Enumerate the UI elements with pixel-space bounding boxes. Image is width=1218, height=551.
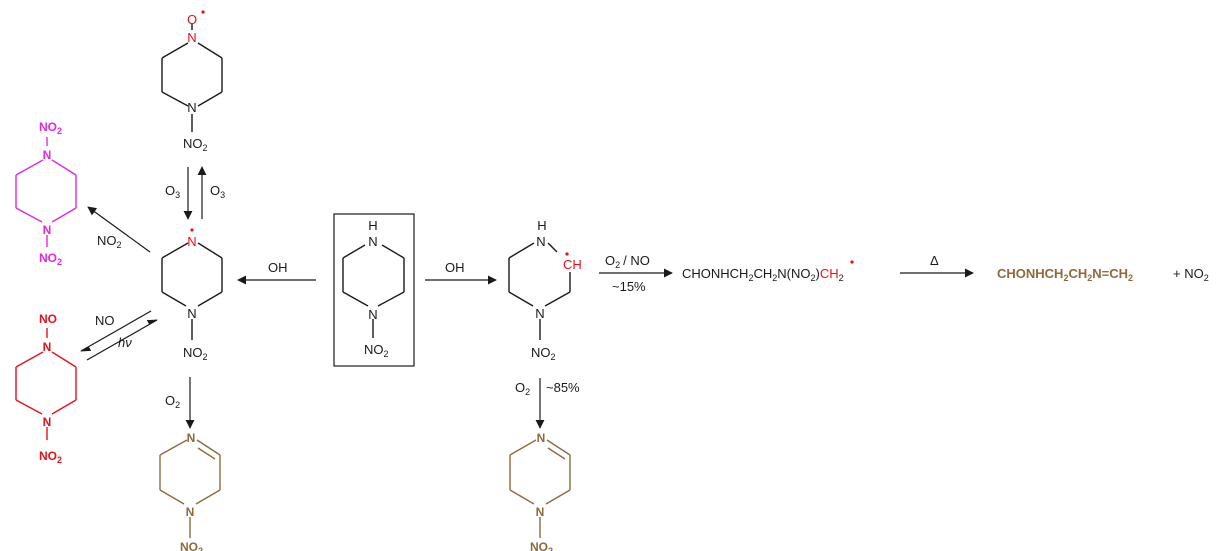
aminyl-radical-dot (190, 228, 194, 232)
carbon-radical-ch: CH (563, 257, 582, 272)
nitroxide-o: O (187, 12, 197, 27)
label-oh-right: OH (445, 260, 465, 275)
label-pct85: ~85% (546, 380, 580, 395)
label-o2-left: O2 (165, 393, 180, 410)
reactant-nh-n: N (368, 234, 377, 249)
aminyl-no2: NO2 (183, 345, 208, 362)
label-hv: hν (118, 335, 132, 350)
imine-left: N N NO2 (159, 431, 221, 551)
carbon-radical-h: H (537, 218, 546, 233)
dinitro-n-top: N (43, 148, 52, 162)
nitroxide-n-bottom: N (187, 100, 196, 115)
product-plus-no2: + NO2 (1173, 266, 1209, 283)
carbon-radical: H N CH N NO2 (508, 218, 582, 362)
label-o2-no: O2/ NO (605, 253, 650, 270)
nitroso-no2: NO2 (39, 449, 62, 465)
carbon-radical-dot (565, 252, 569, 256)
label-no2-reagent: NO2 (97, 233, 122, 250)
nitroxide-radical: O N N NO2 (161, 10, 223, 153)
label-no-reagent: NO (95, 313, 115, 328)
arrow-no2-add (87, 206, 151, 253)
dinitro-no2-top: NO2 (39, 120, 62, 136)
reactant-n: N (368, 307, 377, 322)
nitropiperazine-reactant: H N N NO2 (333, 213, 415, 367)
product-cho-radical: CHONHCH2CH2N(NO2)CH2 (682, 266, 844, 283)
carbon-radical-no2: NO2 (531, 345, 556, 362)
imine-left-n-top: N (187, 431, 196, 445)
product-imine-chain: CHONHCH2CH2N=CH2 (997, 266, 1133, 283)
nitroso-n-bottom: N (43, 415, 52, 429)
carbon-radical-n: N (535, 306, 544, 321)
nitroso-n-top: N (43, 340, 52, 354)
imine-right-n-bottom: N (536, 505, 545, 519)
label-o2-right: O2 (515, 380, 530, 397)
nitroxide-n-top: N (187, 30, 196, 45)
aminyl-radical-n: N (187, 234, 196, 249)
reactant-no2: NO2 (364, 342, 389, 359)
dinitro-no2-bottom: NO2 (39, 251, 62, 267)
cho-radical-dot (850, 260, 854, 264)
nitroso-nitropiperazine: NO N N NO2 (15, 312, 77, 465)
arrow-no-forward (80, 310, 152, 352)
imine-right-no2: NO2 (530, 540, 553, 551)
imine-right: N N NO2 (509, 431, 571, 551)
reactant-nh-h: H (368, 218, 377, 233)
imine-left-no2: NO2 (180, 540, 203, 551)
aminyl-radical: N N NO2 (161, 228, 223, 362)
nitroso-no: NO (39, 312, 57, 326)
dinitropiperazine: NO2 N N NO2 (15, 120, 77, 267)
arrow-hv-reverse (86, 319, 158, 361)
imine-left-n-bottom: N (186, 505, 195, 519)
label-oh-left: OH (268, 260, 288, 275)
nitroxide-dot (201, 10, 205, 14)
imine-right-n-top: N (537, 431, 546, 445)
label-delta: Δ (930, 253, 939, 268)
label-o3-up: O3 (210, 183, 225, 200)
carbon-radical-nh: N (536, 234, 545, 249)
nitroxide-no2: NO2 (183, 136, 208, 153)
label-o3-down: O3 (165, 183, 180, 200)
reactant-box (333, 213, 415, 367)
dinitro-n-bottom: N (43, 223, 52, 237)
aminyl-n: N (187, 306, 196, 321)
label-pct15: ~15% (612, 279, 646, 294)
